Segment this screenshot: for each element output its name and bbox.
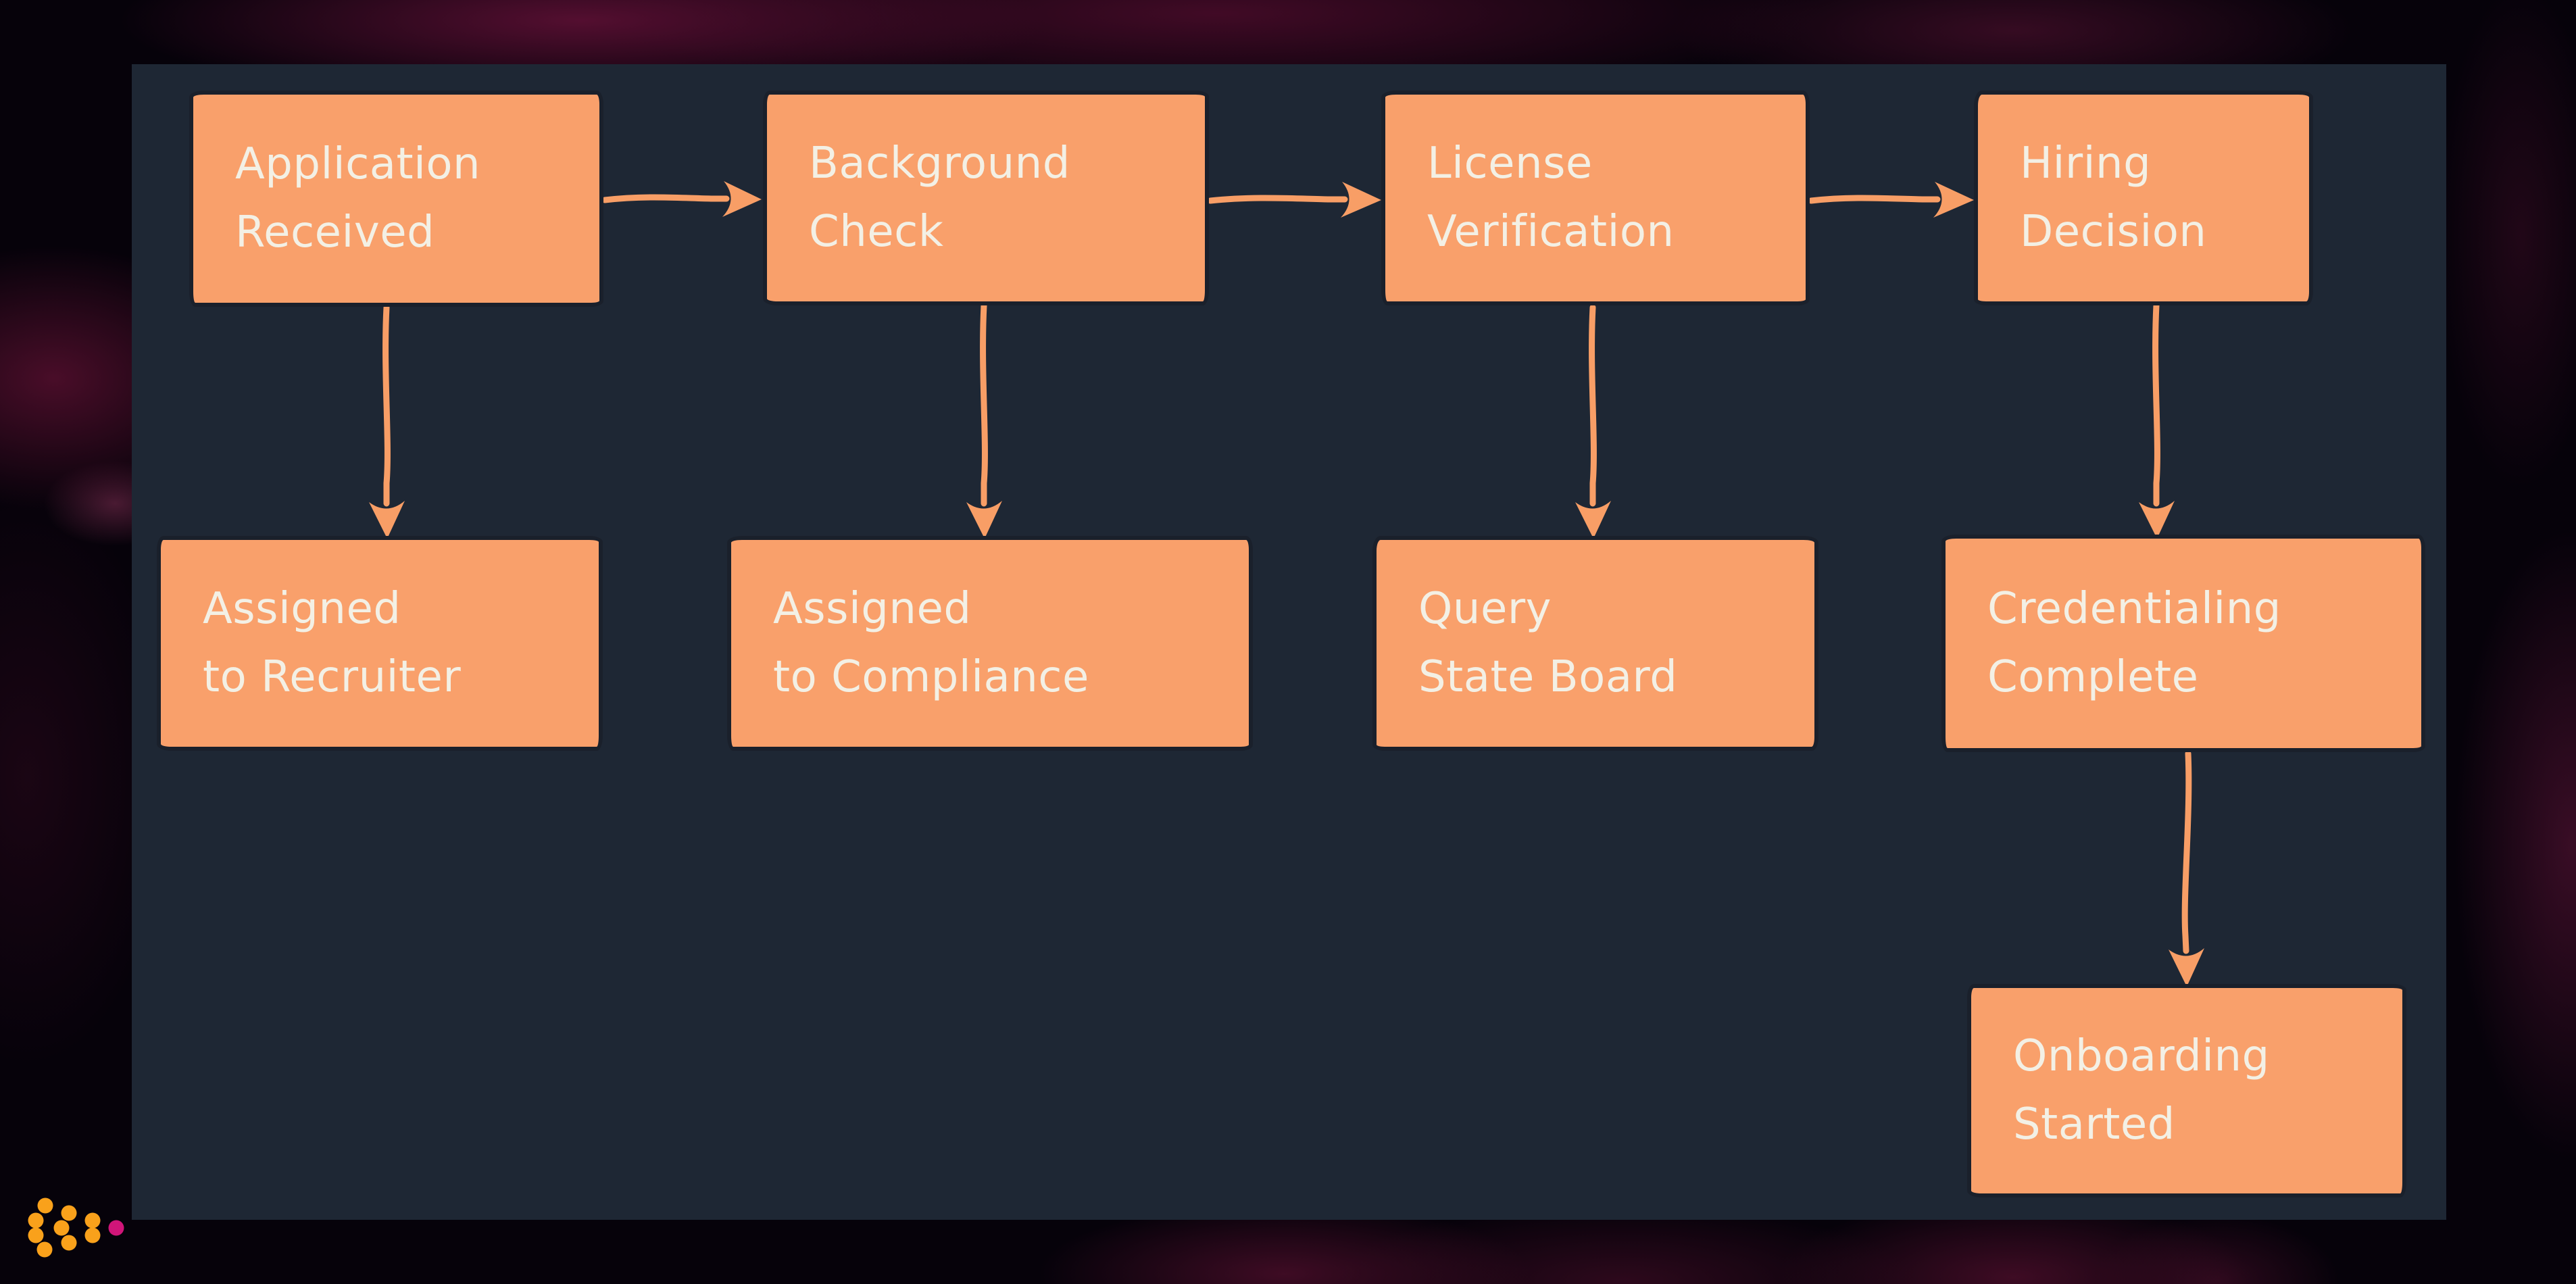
node-label-line: Application — [235, 139, 481, 189]
node-label-line: State Board — [1418, 652, 1678, 702]
node-hiring-decision[interactable]: Hiring Decision — [1974, 91, 2313, 305]
node-application-received[interactable]: Application Received — [189, 91, 603, 307]
node-label-line: to Compliance — [773, 652, 1089, 702]
napkin-dots-logo-icon — [28, 1197, 124, 1258]
edge-credentialing-to-onboarding[interactable] — [2169, 750, 2204, 987]
node-label-line: Check — [809, 207, 944, 257]
node-label-line: Assigned — [773, 583, 972, 634]
node-label-line: to Recruiter — [203, 652, 462, 702]
node-license-verification[interactable]: License Verification — [1381, 91, 1810, 305]
node-label-line: Background — [809, 138, 1070, 189]
node-background-check[interactable]: Background Check — [763, 91, 1209, 305]
edge-hiring-to-credentialing[interactable] — [2139, 302, 2175, 539]
node-label-line: Credentialing — [1987, 583, 2281, 634]
node-label-line: Received — [235, 207, 435, 257]
edge-background-to-compliance[interactable] — [966, 302, 1002, 539]
edge-application-to-background[interactable] — [601, 181, 762, 217]
node-label-line: License — [1427, 138, 1593, 189]
diagram-canvas[interactable]: Application Received Background Check Li… — [132, 64, 2446, 1220]
edge-background-to-license[interactable] — [1207, 182, 1381, 218]
logo-orange-dots — [28, 1197, 101, 1258]
edge-license-to-hiring[interactable] — [1808, 182, 1974, 218]
node-onboarding-started[interactable]: Onboarding Started — [1967, 984, 2406, 1197]
node-label-line: Hiring — [2020, 138, 2152, 189]
node-label-line: Started — [2013, 1100, 2175, 1150]
node-assigned-to-compliance[interactable]: Assigned to Compliance — [727, 536, 1253, 751]
node-label-line: Query — [1418, 583, 1552, 634]
node-label-line: Verification — [1427, 207, 1675, 257]
node-label-line: Assigned — [203, 583, 401, 634]
node-credentialing-complete[interactable]: Credentialing Complete — [1941, 535, 2425, 752]
node-assigned-to-recruiter[interactable]: Assigned to Recruiter — [157, 536, 603, 751]
logo-pink-dot — [108, 1220, 124, 1236]
node-label-line: Complete — [1987, 652, 2199, 702]
edge-license-to-stateboard[interactable] — [1575, 304, 1611, 539]
node-query-state-board[interactable]: Query State Board — [1372, 536, 1818, 751]
edge-application-to-recruiter[interactable] — [369, 304, 405, 539]
node-label-line: Onboarding — [2013, 1031, 2270, 1081]
node-label-line: Decision — [2020, 207, 2207, 257]
